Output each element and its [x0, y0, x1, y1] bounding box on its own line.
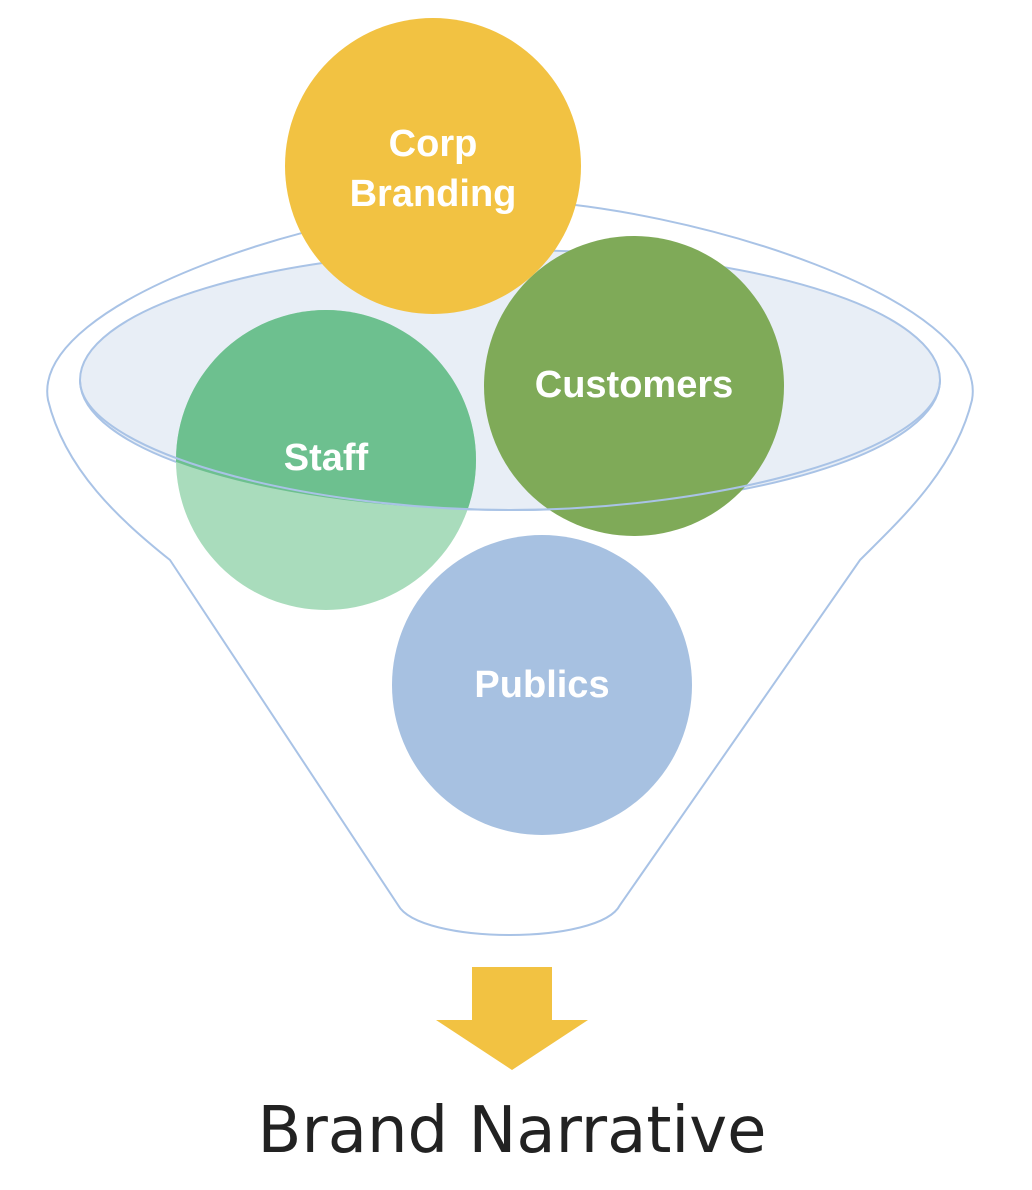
input-circles: Staff Customers Corp Branding Publics	[176, 18, 784, 835]
staff-node: Staff	[176, 310, 476, 610]
staff-circle	[176, 310, 476, 510]
down-arrow-icon	[436, 967, 588, 1070]
staff-label: Staff	[284, 437, 369, 479]
funnel-rim-front	[79, 379, 941, 512]
corp-branding-label-line1: Corp	[389, 123, 478, 165]
brand-narrative-label: Brand Narrative	[258, 1094, 767, 1168]
publics-node: Publics	[392, 535, 692, 835]
corp-branding-circle	[285, 18, 581, 314]
corp-branding-label-line2: Branding	[350, 173, 517, 215]
customers-label: Customers	[535, 364, 734, 406]
customers-node: Customers	[484, 236, 784, 536]
publics-circle	[392, 535, 692, 835]
publics-label: Publics	[474, 664, 609, 706]
corp-branding-node: Corp Branding	[285, 18, 581, 314]
customers-circle	[484, 236, 784, 536]
